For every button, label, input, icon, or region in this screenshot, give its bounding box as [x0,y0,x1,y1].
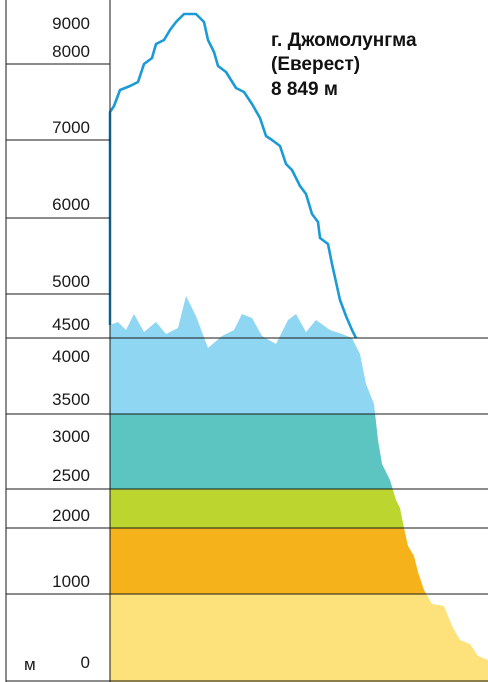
title-line-1: г. Джомолунгма [271,30,417,51]
unit-label: м [24,655,36,674]
tick-label: 2500 [52,466,90,485]
zone-3000 [110,414,488,489]
zone-1000 [110,528,488,594]
tick-label: 8000 [52,42,90,61]
tick-label: 3500 [52,390,90,409]
mountain-outline [108,12,358,339]
altitude-tick-labels: 9000 8000 7000 6000 5000 4500 4000 3500 … [52,14,90,672]
title-line-3: 8 849 м [271,79,338,100]
tick-label: 9000 [52,14,90,33]
vegetation-zones [110,296,488,682]
tick-label: 0 [81,653,90,672]
tick-label: 2000 [52,506,90,525]
tick-label: 6000 [52,195,90,214]
tick-label: 5000 [52,272,90,291]
tick-label: 7000 [52,118,90,137]
zone-2000 [110,489,488,528]
tick-label: 3000 [52,427,90,446]
peak-title: г. Джомолунгма (Еверест) 8 849 м [271,30,417,100]
title-line-2: (Еверест) [271,54,360,75]
grid-lines [6,63,488,595]
zone-4000 [110,296,488,414]
tick-label: 4500 [52,315,90,334]
tick-label: 4000 [52,347,90,366]
tick-label: 1000 [52,572,90,591]
zone-base [110,594,488,682]
